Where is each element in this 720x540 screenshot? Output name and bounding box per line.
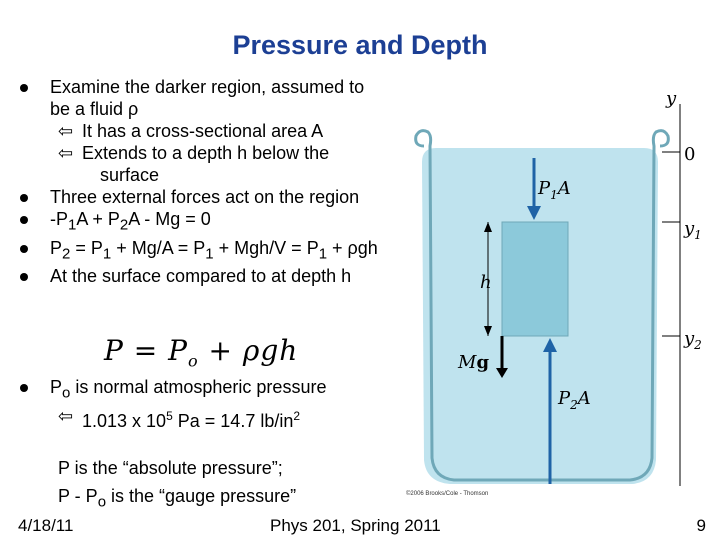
p2a-label: P2A [557, 388, 591, 412]
bullet-item: Examine the darker region, assumed to be… [20, 76, 420, 120]
slide-title: Pressure and Depth [232, 30, 488, 60]
p2a-arrowhead-icon [543, 338, 557, 352]
footer-date: 4/18/11 [18, 516, 74, 535]
bullet-dot-icon [20, 384, 28, 392]
bullet-item: Po is normal atmospheric pressure [20, 376, 420, 405]
bullet-item: -P1A + P2A - Mg = 0 [20, 208, 420, 237]
mg-label: Mg [457, 352, 489, 373]
p1a-label: P1A [537, 178, 571, 202]
h-label: h [480, 272, 492, 293]
bullet-dot-icon [20, 273, 28, 282]
pressure-equation: P = Po + ρgh [104, 334, 299, 371]
zero-label: 0 [684, 144, 695, 165]
arrow-bullet-icon: ⇦ [58, 143, 74, 163]
fluid-block [501, 221, 569, 337]
figure-copyright: ©2006 Brooks/Cole - Thomson [406, 491, 489, 497]
bullet-dot-icon [20, 244, 28, 253]
arrow-bullet-icon: ⇦ [58, 121, 74, 141]
footer-course: Phys 201, Spring 2011 [270, 516, 441, 535]
y2-label: y2 [683, 328, 702, 352]
bullet-dot-icon [20, 84, 28, 92]
mg-arrowhead-icon [496, 368, 508, 378]
bullet-item: Three external forces act on the region [20, 186, 420, 208]
sub-bullet-item: ⇦ It has a cross-sectional area A [58, 121, 324, 141]
bullet-dot-icon [20, 216, 28, 224]
footer-page-number: 9 [696, 516, 706, 535]
y-axis-label: y [665, 88, 677, 109]
bullet-dot-icon [20, 194, 28, 202]
bullet-list: Examine the darker region, assumed to be… [20, 76, 420, 287]
bullet-item: At the surface compared to at depth h [20, 265, 420, 287]
y1-label: y1 [683, 218, 702, 242]
fluid-column-figure: y 0 y1 y2 P1A h Mg P2A [414, 88, 702, 486]
arrow-bullet-icon: ⇦ [58, 405, 74, 426]
pressure-notes: P is the “absolute pressure”; P - Po is … [58, 458, 297, 511]
sub-bullet-item: ⇦ 1.013 x 105 Pa = 14.7 lb/in2 [58, 405, 301, 431]
sub-bullet-item: ⇦ Extends to a depth h below the surface [58, 143, 330, 185]
bullet-list-lower: Po is normal atmospheric pressure ⇦ 1.01… [20, 376, 420, 432]
bullet-item: P2 = P1 + Mg/A = P1 + Mgh/V = P1 + ρgh [20, 237, 420, 266]
p1a-arrowhead-icon [527, 206, 541, 220]
beaker-outline [414, 129, 670, 482]
